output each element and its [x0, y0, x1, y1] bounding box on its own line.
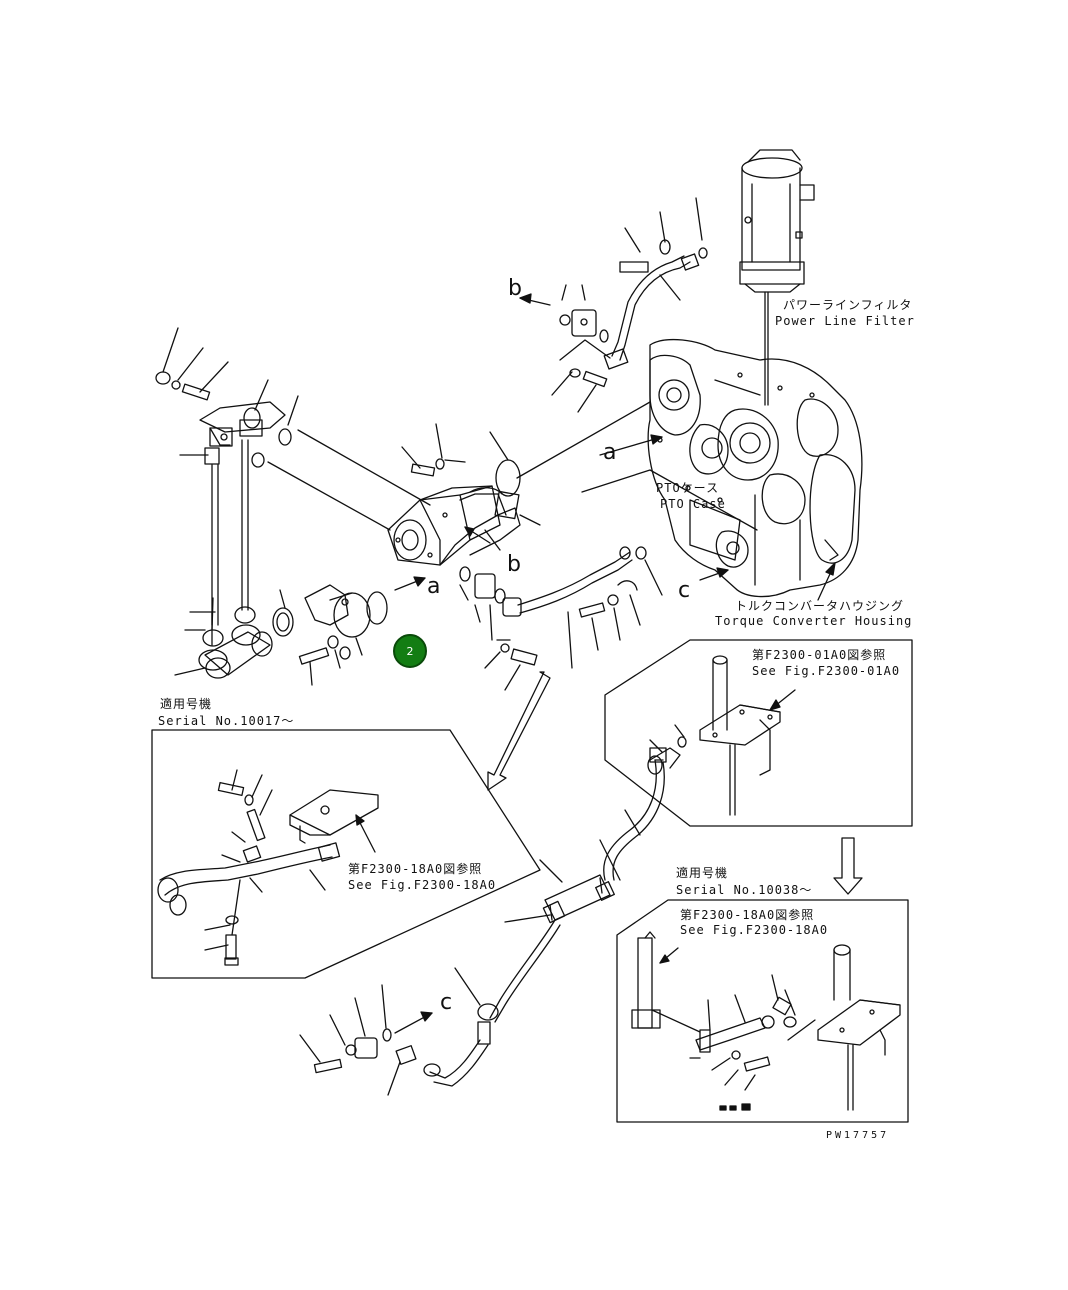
connection-b-mid	[465, 527, 490, 543]
detail-box-serial-10017	[152, 730, 540, 978]
left-top-fasteners	[156, 328, 298, 425]
connection-letter-b-mid: b	[507, 552, 521, 577]
ref-f2300-18a0-en-a: See Fig.F2300-18A0	[348, 878, 497, 892]
center-hose-assembly	[424, 748, 666, 1086]
left-bracket-assembly	[180, 402, 285, 630]
ref-f2300-18a0-jp-b: 第F2300-18A0図参照	[680, 908, 815, 922]
hollow-arrow-right-column	[834, 838, 862, 894]
pump-o-ring	[490, 432, 520, 496]
power-line-filter-label-en: Power Line Filter	[775, 314, 915, 328]
ref-f2300-01a0-jp: 第F2300-01A0図参照	[752, 648, 887, 662]
detail-box-f2300-01a0	[605, 640, 912, 826]
serial-label-2-jp: 適用号機	[676, 866, 729, 880]
serial-label-1: Serial No.10017～	[158, 714, 295, 728]
connection-a-top	[517, 402, 662, 478]
connection-letter-b-top: b	[508, 276, 522, 301]
connection-letter-c-mid: c	[678, 578, 691, 603]
ref-f2300-18a0-en-b: See Fig.F2300-18A0	[680, 923, 829, 937]
hollow-arrow-down	[488, 672, 550, 790]
connection-letter-a-mid: a	[427, 574, 441, 599]
power-line-filter-label-jp: パワーラインフィルタ	[783, 298, 913, 312]
connection-letter-a-top: a	[603, 440, 617, 465]
connection-b-top	[520, 285, 610, 412]
strainer-housing	[273, 585, 370, 685]
pto-callout-lines	[582, 470, 835, 600]
ref-f2300-18a0-jp-a: 第F2300-18A0図参照	[348, 862, 483, 876]
detail-2-parts	[648, 656, 795, 815]
serial-label-1-jp: 適用号機	[160, 697, 213, 711]
connection-c-bottom	[300, 985, 432, 1095]
pto-case-label-jp: PTOケース	[656, 481, 720, 495]
pto-case-label-en: PTO Case	[660, 497, 726, 511]
ref-f2300-01a0-en: See Fig.F2300-01A0	[752, 664, 901, 678]
detail-box-serial-10038	[617, 900, 908, 1122]
torque-converter-label-jp: トルクコンバータハウジング	[735, 599, 905, 613]
pump-outlet-hose	[460, 547, 662, 690]
pump-top-fasteners	[402, 424, 465, 476]
serial-label-2: Serial No.10038～	[676, 883, 813, 897]
filter-leader-lines	[625, 198, 702, 300]
strainer-elbow-group	[175, 607, 272, 678]
detail-3-parts	[632, 932, 900, 1110]
drawing-number: PW17757	[826, 1130, 890, 1141]
torque-converter-label-en: Torque Converter Housing	[715, 614, 913, 628]
power-line-filter	[740, 150, 814, 405]
hydraulic-pump	[388, 486, 540, 565]
pto-case	[648, 340, 862, 597]
connection-c-mid	[700, 568, 728, 580]
filter-outlet-hose	[604, 240, 707, 369]
detail-1-parts	[158, 770, 378, 965]
connection-a-mid	[367, 577, 425, 624]
part-callout-marker[interactable]: 2	[393, 634, 427, 668]
pump-alignment-lines	[252, 429, 430, 530]
connection-letter-c-bottom: c	[440, 990, 453, 1015]
